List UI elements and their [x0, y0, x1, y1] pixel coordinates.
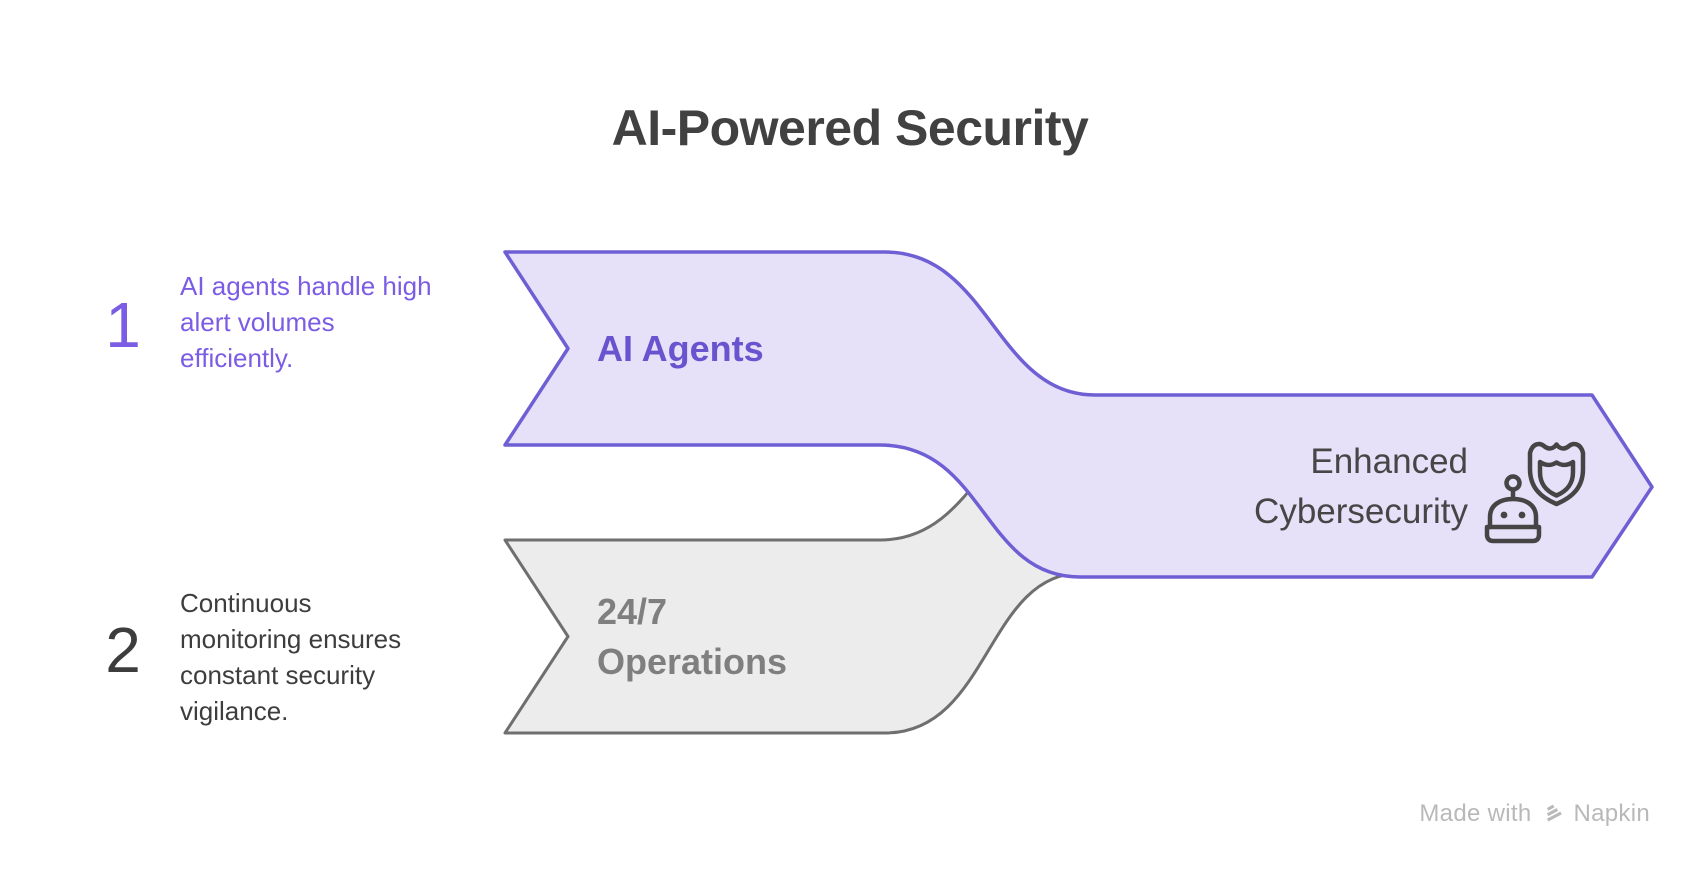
napkin-logo-icon — [1547, 804, 1563, 822]
step-2: 2 Continuous monitoring ensures constant… — [88, 585, 438, 729]
step-1: 1 AI agents handle high alert volumes ef… — [88, 268, 438, 376]
step-2-number: 2 — [105, 614, 141, 686]
step-1-number: 1 — [105, 289, 141, 361]
made-with-napkin-credit: Made with Napkin — [1419, 800, 1650, 828]
robot-shield-icon — [1484, 441, 1586, 544]
step-1-description: AI agents handle high alert volumes effi… — [180, 271, 432, 373]
footer-brand: Napkin — [1573, 800, 1650, 827]
page-title: AI-Powered Security — [611, 100, 1089, 156]
footer-prefix: Made with — [1419, 800, 1532, 827]
ai-agents-band-shape — [503, 250, 1654, 579]
step-2-description: Continuous monitoring ensures constant s… — [180, 588, 402, 726]
